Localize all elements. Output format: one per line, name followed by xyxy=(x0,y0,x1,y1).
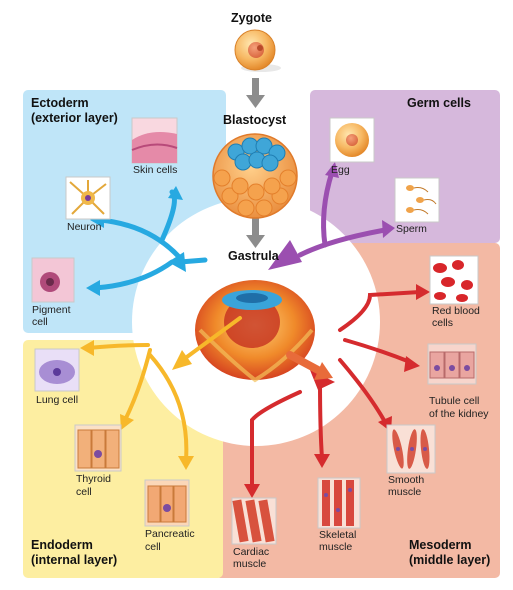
pancreatic-cell-icon xyxy=(144,479,190,527)
endoderm-arrows xyxy=(86,316,242,462)
tubule-cell-label-2: of the kidney xyxy=(429,408,489,420)
neuron-label: Neuron xyxy=(67,221,102,233)
gastrula-icon xyxy=(195,280,315,383)
thyroid-cell-label-1: Thyroid xyxy=(76,473,112,485)
germ-cell-arrows xyxy=(297,169,388,258)
red-blood-cells-icon xyxy=(429,255,479,305)
lung-cell-label: Lung cell xyxy=(36,394,79,406)
skeletal-muscle-label-1: Skeletal xyxy=(319,529,357,541)
pancreatic-cell-label-2: cell xyxy=(145,541,161,553)
endoderm-subtitle: (internal layer) xyxy=(31,553,118,567)
cardiac-muscle-label-1: Cardiac xyxy=(233,546,270,558)
lung-cell-icon xyxy=(34,348,80,392)
germ-cell-arrowheads xyxy=(268,162,395,270)
pigment-cell-label-2: cell xyxy=(32,316,48,328)
sperm-icon xyxy=(394,177,440,223)
stage-arrows xyxy=(246,78,265,248)
cardiac-muscle-icon xyxy=(231,497,277,545)
mesoderm-arrows xyxy=(250,290,422,490)
ectoderm-arrowheads xyxy=(86,186,186,296)
skeletal-muscle-label-2: muscle xyxy=(319,541,353,553)
gastrula-label: Gastrula xyxy=(228,249,279,263)
blastocyst-label: Blastocyst xyxy=(223,113,287,127)
endoderm-arrowheads xyxy=(80,340,194,470)
zygote-label: Zygote xyxy=(231,11,272,25)
sperm-label: Sperm xyxy=(396,223,427,235)
thyroid-cell-icon xyxy=(74,424,122,472)
mesoderm-subtitle: (middle layer) xyxy=(409,553,491,567)
red-blood-cells-label-1: Red blood xyxy=(432,305,480,317)
egg-label: Egg xyxy=(331,164,350,176)
blastocyst-icon xyxy=(212,133,298,219)
germ-cells-title: Germ cells xyxy=(407,96,471,110)
red-blood-cells-label-2: cells xyxy=(432,317,454,329)
smooth-muscle-label-1: Smooth xyxy=(388,474,425,486)
mesoderm-title: Mesoderm xyxy=(409,538,472,552)
skeletal-muscle-icon xyxy=(317,477,361,529)
gastrula-to-mesoderm-arrow xyxy=(286,351,333,380)
pigment-cell-label-1: Pigment xyxy=(32,304,71,316)
cardiac-muscle-label-2: muscle xyxy=(233,558,267,570)
ectoderm-subtitle: (exterior layer) xyxy=(31,111,118,125)
tubule-cell-icon xyxy=(427,343,477,385)
skin-cells-icon xyxy=(131,117,178,164)
endoderm-title: Endoderm xyxy=(31,538,93,552)
neuron-icon xyxy=(65,176,111,220)
egg-icon xyxy=(329,117,375,163)
smooth-muscle-label-2: muscle xyxy=(388,486,422,498)
mesoderm-arrowheads xyxy=(244,284,430,498)
zygote-cell-icon xyxy=(234,29,281,72)
pancreatic-cell-label-1: Pancreatic xyxy=(145,528,195,540)
thyroid-cell-label-2: cell xyxy=(76,486,92,498)
ectoderm-title: Ectoderm xyxy=(31,96,89,110)
skin-cells-label: Skin cells xyxy=(133,164,178,176)
pigment-cell-icon xyxy=(31,257,75,303)
smooth-muscle-icon xyxy=(386,424,436,474)
tubule-cell-label-1: Tubule cell xyxy=(429,395,480,407)
